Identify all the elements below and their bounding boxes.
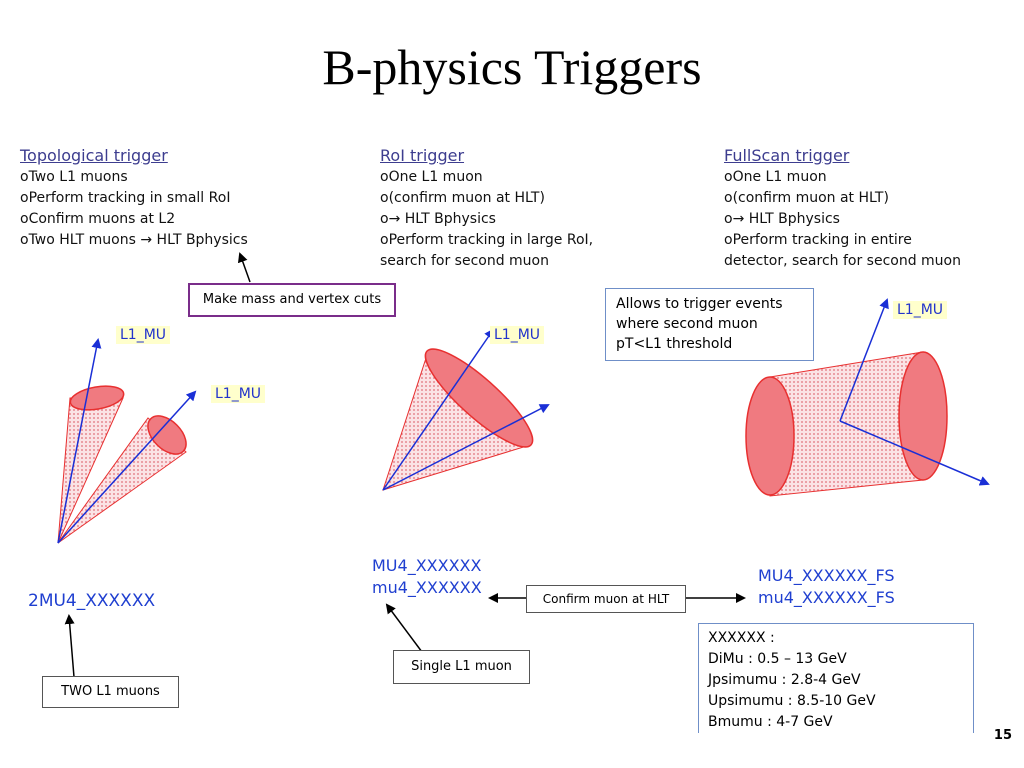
- trigger-name-fs-hlt: mu4_XXXXXX_FS: [758, 588, 895, 607]
- confirm-hlt-callout: Confirm muon at HLT: [526, 585, 686, 613]
- column-topological: Topological trigger oTwo L1 muons oPerfo…: [20, 145, 248, 251]
- column-fullscan: FullScan trigger oOne L1 muon o(confirm …: [724, 145, 961, 272]
- muon-arrow: [57, 390, 197, 544]
- trigger-name-topo: 2MU4_XXXXXX: [28, 591, 156, 611]
- bullet-line: search for second muon: [380, 253, 549, 269]
- muon-arrow: [57, 338, 102, 544]
- l1mu-tag: L1_MU: [490, 326, 545, 344]
- legend-row: Bmumu : 4-7 GeV: [708, 714, 833, 730]
- page-title: B-physics Triggers: [322, 39, 702, 95]
- two-l1-callout: TWO L1 muons: [42, 676, 179, 708]
- callout-line: Allows to trigger events: [616, 296, 783, 312]
- annotation-arrow: [237, 252, 251, 283]
- column-heading: RoI trigger: [380, 146, 465, 165]
- bullet-line: oOne L1 muon: [380, 169, 483, 185]
- muon-arrow: [839, 298, 889, 422]
- page-number: 15: [993, 728, 1012, 743]
- legend-heading: XXXXXX :: [708, 630, 775, 646]
- mass-range-legend: XXXXXX : DiMu : 0.5 – 13 GeV Jpsimumu : …: [698, 623, 974, 733]
- bullet-line: oPerform tracking in small RoI: [20, 190, 231, 206]
- bullet-line: oConfirm muons at L2: [20, 211, 176, 227]
- bullet-line: o→ HLT Bphysics: [380, 211, 496, 227]
- cone-topo-right: [57, 415, 187, 544]
- mass-vertex-callout: Make mass and vertex cuts: [188, 283, 396, 317]
- cone-roi: [382, 348, 534, 491]
- single-l1-callout: Single L1 muon: [393, 650, 530, 684]
- l1mu-tag: L1_MU: [211, 385, 266, 403]
- column-heading: Topological trigger: [20, 146, 168, 165]
- bullet-line: oTwo HLT muons → HLT Bphysics: [20, 232, 248, 248]
- bullet-line: detector, search for second muon: [724, 253, 961, 269]
- annotation-arrow: [385, 603, 423, 653]
- muon-arrow: [382, 404, 550, 491]
- bullet-line: oOne L1 muon: [724, 169, 827, 185]
- annotation-arrow: [64, 614, 75, 678]
- bullet-line: o→ HLT Bphysics: [724, 211, 840, 227]
- column-heading: FullScan trigger: [724, 146, 850, 165]
- muon-arrow: [382, 328, 495, 491]
- cone-topo-left: [57, 385, 125, 544]
- bullet-line: oPerform tracking in entire: [724, 232, 912, 248]
- callout-line: pT<L1 threshold: [616, 336, 733, 352]
- l1mu-tag: L1_MU: [116, 326, 171, 344]
- bullet-line: oPerform tracking in large RoI,: [380, 232, 594, 248]
- legend-row: Upsimumu : 8.5-10 GeV: [708, 693, 876, 709]
- callout-line: where second muon: [616, 316, 758, 332]
- bullet-line: oTwo L1 muons: [20, 169, 128, 185]
- trigger-name-fs-l1: MU4_XXXXXX_FS: [758, 566, 895, 585]
- bullet-line: o(confirm muon at HLT): [724, 190, 889, 206]
- l1mu-tag: L1_MU: [893, 301, 948, 319]
- trigger-name-roi-l1: MU4_XXXXXX: [372, 556, 482, 575]
- trigger-name-roi-hlt: mu4_XXXXXX: [372, 578, 482, 597]
- allows-trigger-callout: Allows to trigger events where second mu…: [605, 288, 814, 361]
- muon-arrow: [839, 420, 990, 486]
- legend-row: Jpsimumu : 2.8-4 GeV: [708, 672, 861, 688]
- legend-row: DiMu : 0.5 – 13 GeV: [708, 651, 847, 667]
- column-roi: RoI trigger oOne L1 muon o(confirm muon …: [380, 145, 593, 272]
- bullet-line: o(confirm muon at HLT): [380, 190, 545, 206]
